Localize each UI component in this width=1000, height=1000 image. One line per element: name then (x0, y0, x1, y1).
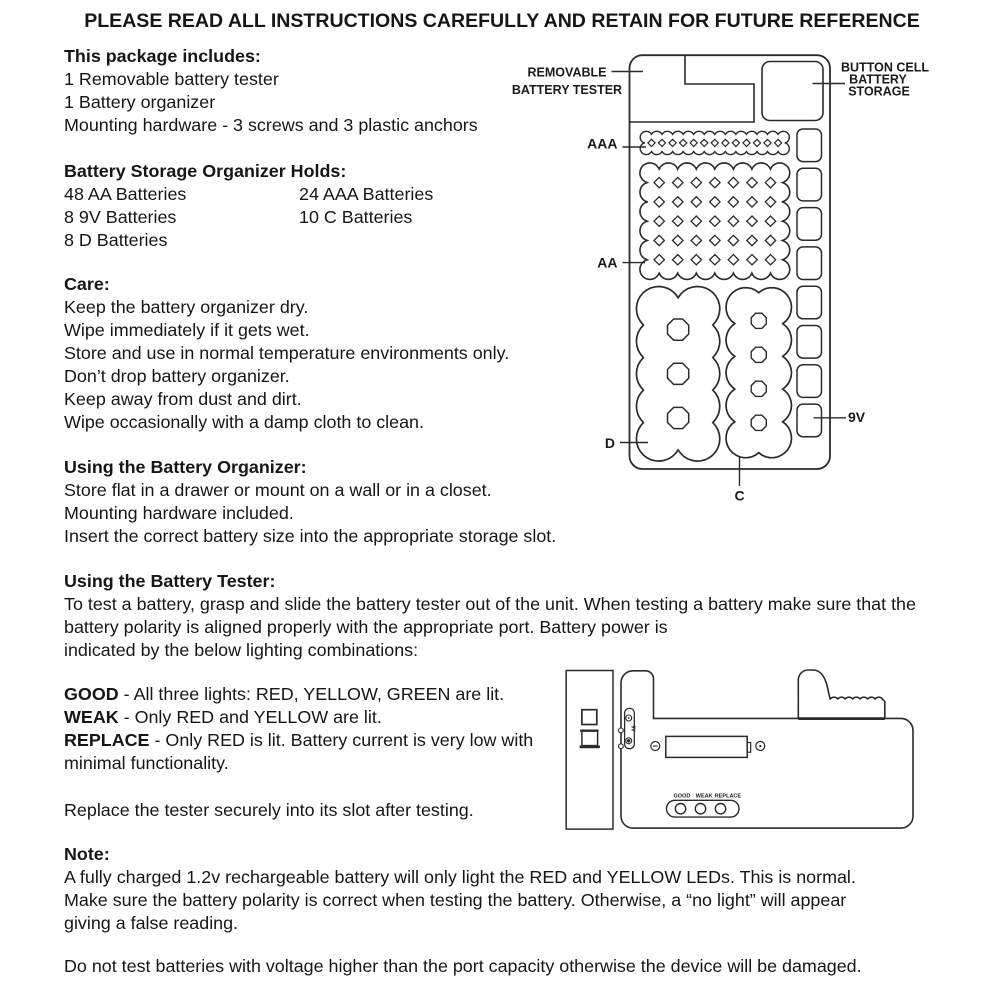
svg-text:BATTERY TESTER: BATTERY TESTER (512, 83, 622, 97)
svg-text:AA: AA (597, 255, 617, 271)
svg-text:AAA: AAA (587, 135, 617, 151)
svg-text:BATTERY: BATTERY (849, 73, 907, 87)
svg-text:9V: 9V (630, 726, 636, 733)
svg-text:D: D (605, 435, 615, 451)
svg-text:REMOVABLE: REMOVABLE (528, 66, 607, 80)
svg-text:WEAK: WEAK (696, 794, 713, 800)
svg-text:C: C (734, 488, 744, 504)
svg-text:9V: 9V (848, 409, 866, 425)
svg-text:GOOD: GOOD (674, 794, 691, 800)
svg-text:REPLACE: REPLACE (715, 794, 742, 800)
svg-text:STORAGE: STORAGE (848, 84, 910, 98)
svg-text:BUTTON CELL: BUTTON CELL (841, 61, 929, 75)
